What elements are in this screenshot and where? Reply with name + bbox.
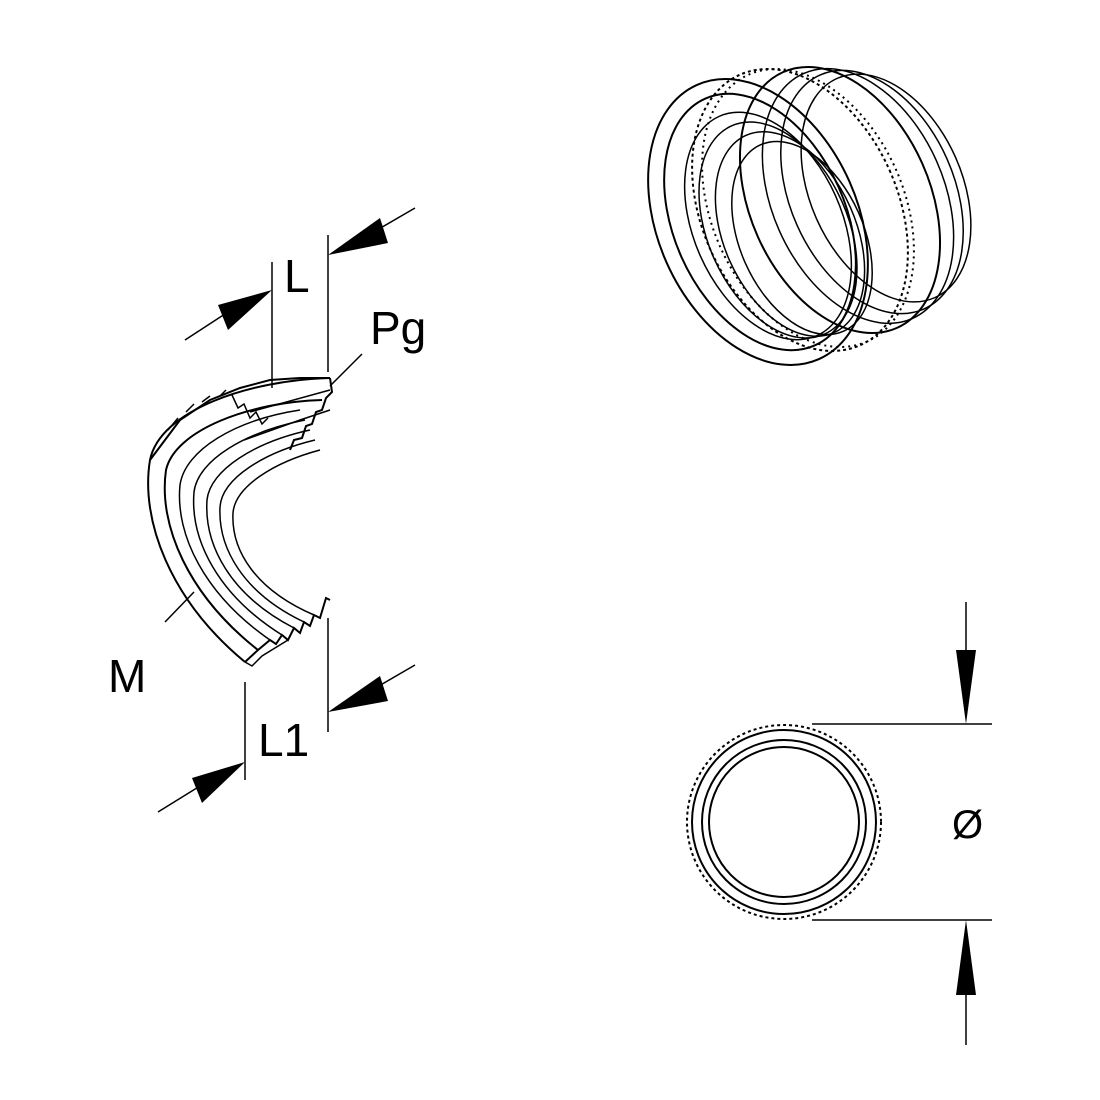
- leader-Pg: Pg: [329, 302, 426, 387]
- label-Pg: Pg: [370, 302, 426, 354]
- label-M: M: [108, 650, 146, 702]
- label-L1: L1: [258, 714, 309, 766]
- label-L: L: [284, 250, 310, 302]
- front-view: [686, 724, 882, 920]
- dimension-L: L: [184, 207, 416, 388]
- leader-M: M: [108, 591, 195, 702]
- dimension-L1: L1: [157, 618, 416, 813]
- section-view: [147, 377, 334, 667]
- dimension-diameter: Ø: [812, 602, 992, 1045]
- isometric-ring: [647, 65, 972, 366]
- label-diameter: Ø: [952, 803, 983, 847]
